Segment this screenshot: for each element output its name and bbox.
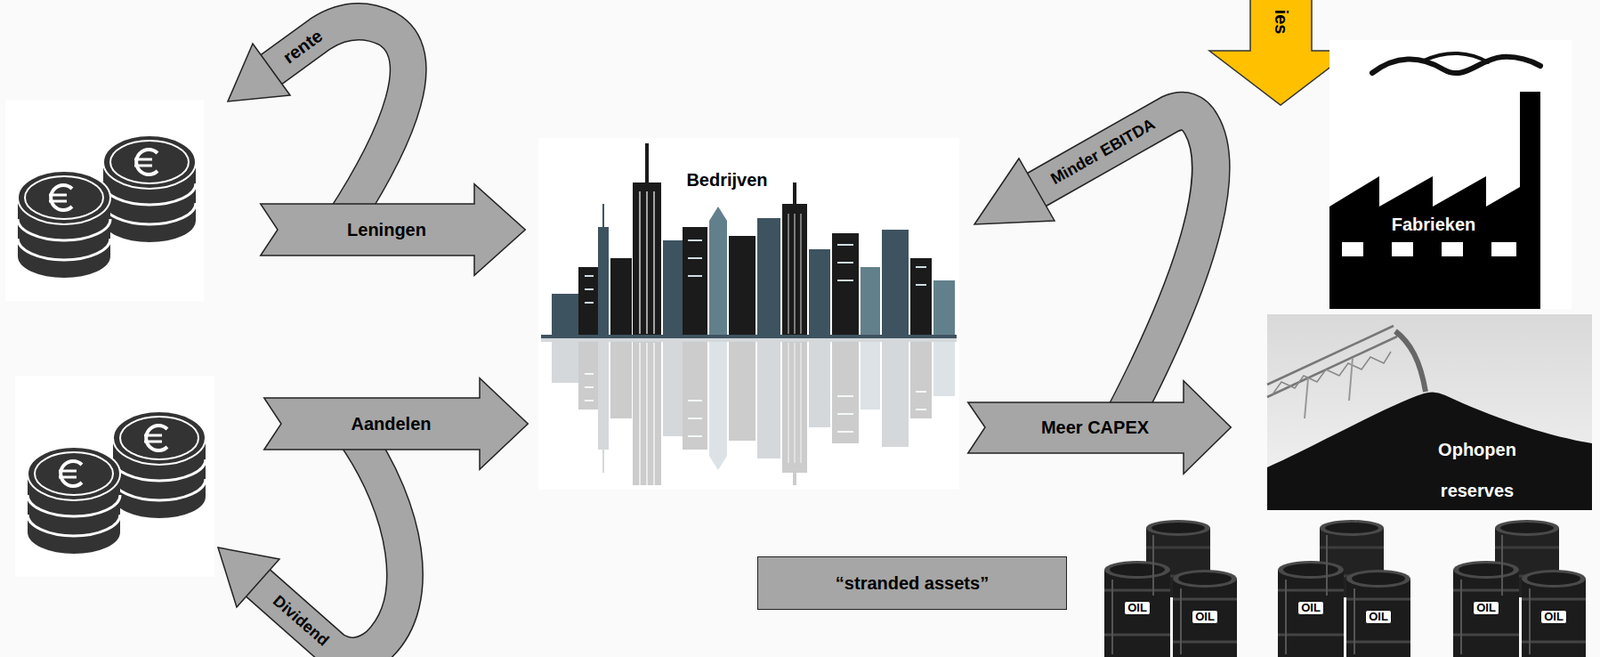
node-label: Fabrieken <box>1391 213 1476 235</box>
barrel-label: OIL <box>1191 609 1219 625</box>
curved-arrow-outline <box>258 436 405 655</box>
text-block: Aandelen <box>350 412 431 435</box>
block-arrow <box>968 380 1232 475</box>
text-block: Ophopen reserves <box>1423 428 1531 511</box>
curved-arrow-head <box>218 547 280 607</box>
coin-stack-icon <box>113 411 206 518</box>
node-label: “stranded assets” <box>835 572 989 594</box>
factory-window <box>1441 242 1463 257</box>
block-arrow <box>260 184 526 276</box>
stranded-assets-box: “stranded assets” <box>757 556 1067 610</box>
coins-backdrop <box>5 99 204 301</box>
coins-backdrop <box>15 375 215 577</box>
text-block: Fabrieken <box>1391 213 1476 235</box>
photo-background <box>1267 314 1592 510</box>
skyline-reflection <box>541 338 957 485</box>
node-label: Meer CAPEX <box>1041 416 1149 438</box>
factory-backdrop <box>1329 40 1572 309</box>
block-arrow <box>264 378 529 470</box>
skyline-mirror <box>541 338 957 485</box>
barrel-group <box>1453 519 1586 657</box>
text-block: “stranded assets” <box>835 572 989 594</box>
factory-silhouette <box>1329 91 1541 309</box>
barrel-label: OIL <box>1297 600 1325 616</box>
conveyor-truss <box>1272 351 1391 395</box>
factory-window <box>1391 242 1414 257</box>
capex-arrow: Meer CAPEX <box>967 379 1232 475</box>
curved-arrow-body <box>258 436 405 655</box>
curved-arrow-outline <box>271 21 409 223</box>
curved-arrow-body <box>1036 111 1212 419</box>
loan-arrow: Leningen <box>259 183 526 276</box>
barrel-group <box>1104 519 1237 657</box>
skyline-icon <box>541 143 957 339</box>
barrel-label: OIL <box>1472 600 1500 616</box>
falling-coal <box>1395 331 1426 392</box>
companies-image: Bedrijven <box>538 137 960 490</box>
barrel-label: OIL <box>1123 600 1151 616</box>
text-block: Leningen <box>347 218 427 241</box>
shares-arrow: Aandelen <box>263 377 529 470</box>
coal-pile <box>1267 391 1592 510</box>
factory-window <box>1491 242 1517 257</box>
barrel-group <box>1277 519 1411 657</box>
coin-stack-icon <box>17 170 111 278</box>
node-label: Ophopen reserves <box>1423 428 1531 511</box>
node-label: Aandelen <box>350 412 431 435</box>
barrel-label: OIL <box>1365 609 1392 625</box>
smoke <box>1372 56 1541 73</box>
factory-window <box>1341 242 1364 257</box>
reserves-photo: Ophopen reserves <box>1267 314 1592 510</box>
coin-stack-icon <box>103 135 196 243</box>
factory-icon: Fabrieken <box>1329 46 1572 309</box>
curved-arrow-body <box>271 21 409 223</box>
conveyor-leg <box>1304 357 1353 419</box>
curved-arrow-head <box>974 158 1055 225</box>
conveyor-rail <box>1267 325 1398 397</box>
text-block: Meer CAPEX <box>1041 416 1149 438</box>
node-label: Leningen <box>347 218 427 241</box>
arrow-label: ies <box>1271 8 1293 34</box>
barrel-label: OIL <box>1540 609 1568 625</box>
node-label: Bedrijven <box>686 169 768 191</box>
curved-arrow-outline <box>1036 111 1212 419</box>
text-block: Bedrijven <box>686 169 768 191</box>
coin-stack-icon <box>27 446 121 554</box>
smoke <box>1423 53 1488 63</box>
